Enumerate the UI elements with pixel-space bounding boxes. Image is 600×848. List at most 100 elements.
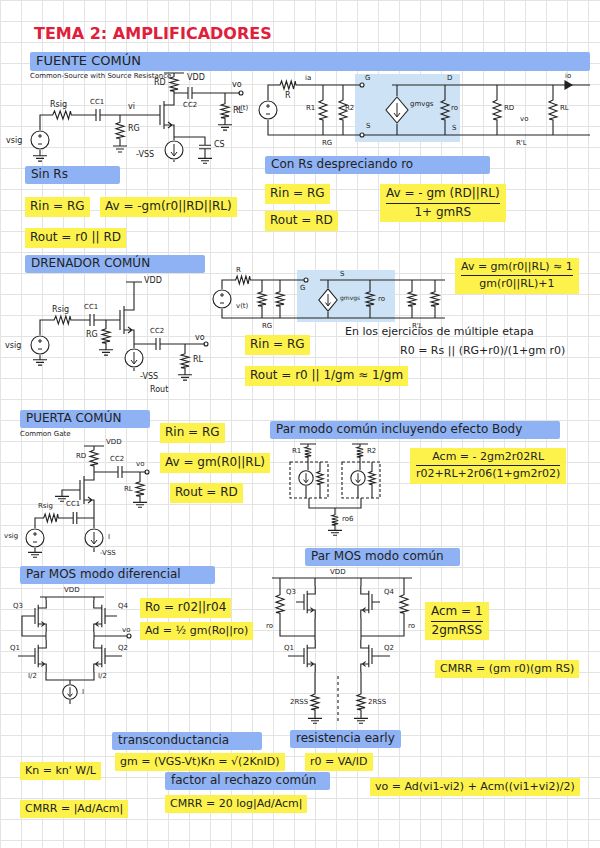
circuit-label: ro <box>451 104 458 112</box>
formula-text: r02+RL+2r06(1+gm2r02) <box>416 465 560 481</box>
circuit-label: vo <box>122 626 130 634</box>
common-source-schematic <box>88 109 108 121</box>
common-gate-schematic <box>136 478 144 500</box>
common-source-schematic <box>40 73 240 162</box>
circuit-label: Q1 <box>284 644 294 652</box>
formula-box: Rout = r0 || RD <box>25 228 126 248</box>
formula-box: Av = - gm (RD||RL)1+ gmRS <box>380 184 506 222</box>
circuit-label: -VSS <box>140 372 158 381</box>
circuit-label: vsig <box>4 532 18 540</box>
circuit-label: CS <box>214 140 225 149</box>
circuit-label: vi <box>128 102 135 111</box>
common-drain-schematic <box>82 314 102 326</box>
circuit-label: I <box>82 688 84 696</box>
circuit-label: vo <box>520 115 528 123</box>
formula-box: Rout = RD <box>170 483 243 503</box>
common-drain-schematic <box>181 350 189 372</box>
small-signal-model <box>431 288 439 310</box>
common-drain-schematic <box>204 342 208 346</box>
section-band: Par modo común incluyendo efecto Body <box>270 421 560 439</box>
differential-pair-schematic <box>63 685 77 699</box>
circuit-label: RD <box>504 104 514 112</box>
circuit-label: S <box>366 122 370 130</box>
circuit-label: io <box>565 72 571 80</box>
common-drain-schematic <box>31 336 49 354</box>
small-signal-model <box>297 270 395 322</box>
section-band: FUENTE COMÚN <box>30 52 590 71</box>
differential-pair-schematic <box>18 597 131 704</box>
small-signal-model <box>268 85 590 135</box>
formula-box: Rout = RD <box>265 211 338 231</box>
formula-box: Av = gm(r0||RL) ≈ 1gm(r0||RL)+1 <box>455 258 579 294</box>
circuit-label: -VSS <box>136 150 154 159</box>
small-signal-model <box>366 288 374 310</box>
circuit-label: VDD <box>187 73 205 82</box>
small-signal-model <box>259 101 277 119</box>
formula-text: gm = (VGS-Vt)Kn = √(2KnID) <box>120 755 280 769</box>
small-signal-model <box>355 74 460 142</box>
formula-box: Rin = RG <box>245 335 310 355</box>
formula-text: Rin = RG <box>270 186 325 202</box>
body-effect-sketch <box>290 444 380 535</box>
circuit-label: ro6 <box>342 515 353 523</box>
formula-text: Rout = RD <box>270 213 333 229</box>
formula-text: Rout = r0 || 1/gm ≈ 1/gm <box>250 368 403 384</box>
common-mode-pair-schematic <box>357 690 365 714</box>
circuit-label: Q3 <box>13 602 23 610</box>
common-gate-schematic <box>26 446 149 557</box>
formula-box: Rout = r0 || 1/gm ≈ 1/gm <box>245 366 408 386</box>
common-drain-schematic <box>40 282 205 371</box>
common-mode-pair-schematic <box>311 690 319 714</box>
formula-box: r0 = VA/ID <box>305 753 373 771</box>
common-mode-pair-schematic <box>354 716 368 723</box>
circuit-label: I <box>108 533 110 541</box>
section-heading: Con Rs despreciando ro <box>271 157 484 173</box>
differential-pair-schematic <box>18 597 127 704</box>
circuit-label: S <box>452 124 456 132</box>
common-mode-pair-schematic <box>272 578 412 724</box>
circuit-label: I/2 <box>28 672 37 680</box>
formula-text: Rout = r0 || RD <box>30 230 121 246</box>
formula-text: Ro = r02||r04 <box>145 600 226 616</box>
differential-pair-schematic <box>94 600 113 632</box>
common-mode-pair-schematic <box>296 640 315 672</box>
small-signal-model <box>319 289 337 311</box>
common-source-schematic <box>165 141 183 159</box>
common-source-schematic <box>198 156 212 163</box>
formula-text: gm(r0||RL)+1 <box>461 275 573 291</box>
formula-text: CMRR = 20 log|Ad/Acm| <box>170 797 302 811</box>
section-band: Sin Rs <box>25 166 120 184</box>
circuit-label: R2 <box>345 104 354 112</box>
common-drain-schematic <box>178 372 192 380</box>
small-signal-model <box>565 81 572 89</box>
formula-text: Kn = kn' W/L <box>25 764 96 778</box>
circuit-label: Rsig <box>50 100 67 109</box>
formula-text: Acm = - 2gm2r02RL <box>416 450 560 464</box>
circuit-label: G <box>365 74 370 82</box>
formula-box: Acm = 12gmRSS <box>425 602 489 640</box>
formula-text: CMRR = (gm r0)(gm RS) <box>440 662 574 676</box>
small-signal-model <box>258 288 266 310</box>
circuit-label: Common-Source with Source Resistance <box>30 72 171 80</box>
formula-box: Ro = r02||r04 <box>140 598 231 618</box>
circuit-label: CC2 <box>150 327 164 335</box>
small-signal-model <box>493 95 501 125</box>
formula-text: Av = -gm(r0||RD||RL) <box>105 199 232 215</box>
formula-box: Acm = - 2gm2r02RLr02+RL+2r06(1+gm2r02) <box>410 448 566 484</box>
circuit-label: Rsig <box>52 305 69 314</box>
circuit-label: RD <box>76 452 86 460</box>
small-signal-model <box>386 97 408 123</box>
circuit-label: vsig <box>6 136 22 145</box>
common-gate-schematic <box>35 446 146 552</box>
common-source-schematic <box>221 100 229 122</box>
common-source-schematic <box>31 73 243 163</box>
common-source-schematic <box>31 131 49 149</box>
formula-text: Rin = RG <box>165 425 220 441</box>
common-source-schematic <box>48 111 76 119</box>
small-signal-model <box>360 83 364 87</box>
circuit-label: RL <box>193 355 203 364</box>
formula-box: Rin = RG <box>25 197 90 217</box>
common-gate-schematic <box>40 514 62 522</box>
circuit-label: vsig <box>5 341 21 350</box>
section-heading: resistencia early <box>296 731 395 747</box>
